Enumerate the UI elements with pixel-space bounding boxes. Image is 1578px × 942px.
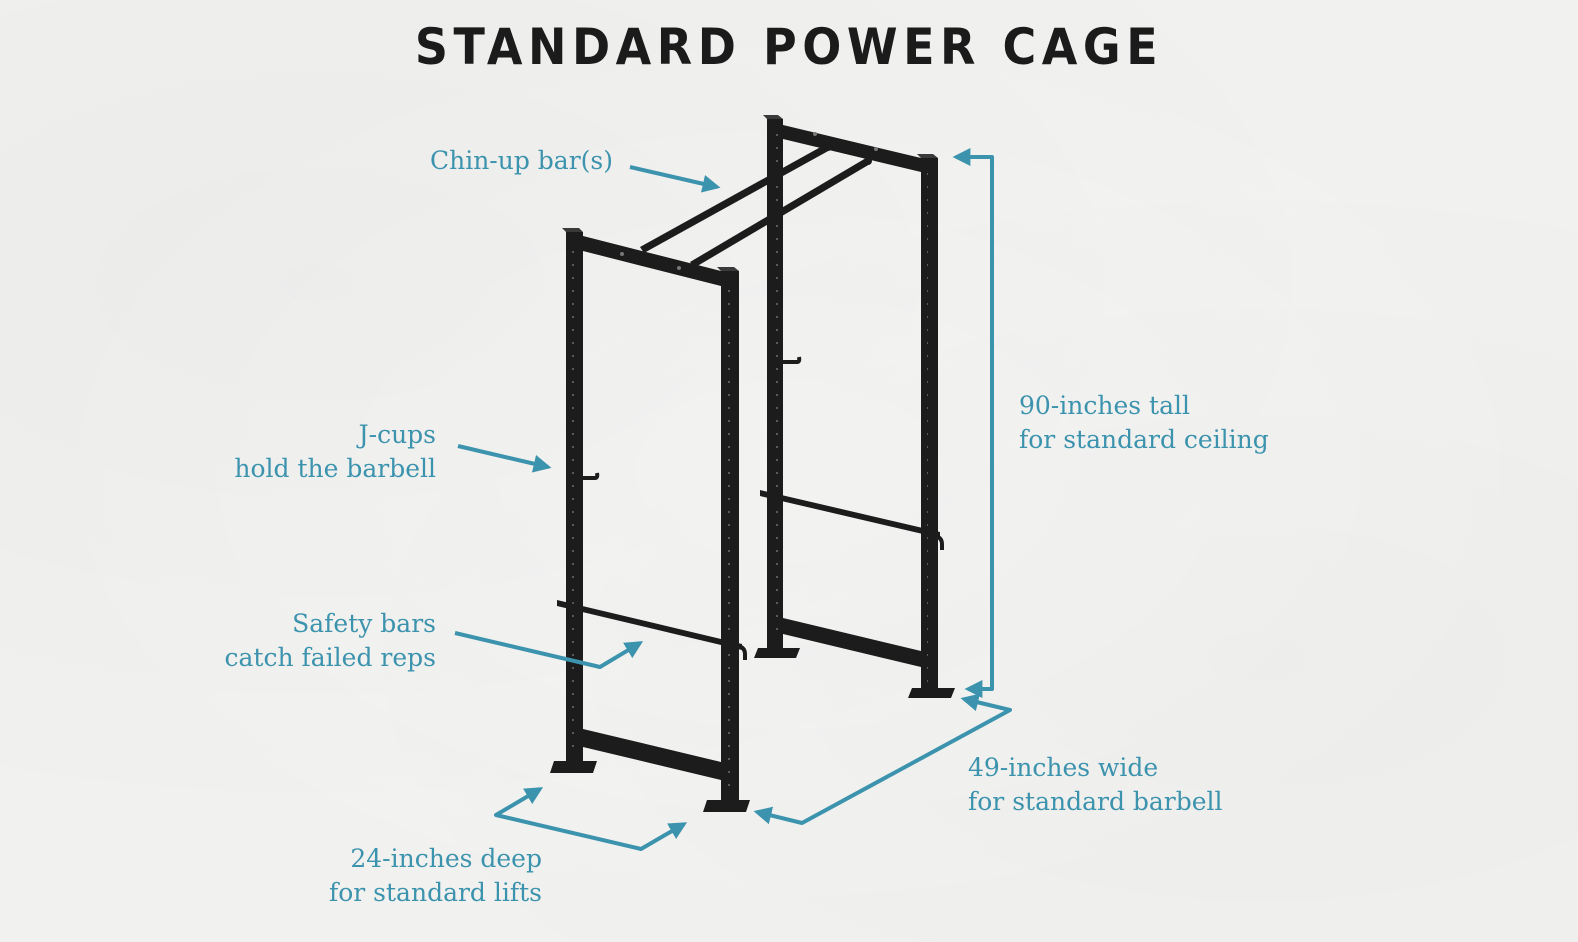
front-frame [550, 228, 750, 812]
width-label-line1: 49-inches wide [968, 753, 1159, 782]
depth-label: 24-inches deep for standard lifts [329, 842, 542, 910]
safety-bars-label-line1: Safety bars [292, 609, 436, 638]
page-title: STANDARD POWER CAGE [414, 18, 1164, 76]
height-label-line2: for standard ceiling [1019, 425, 1269, 454]
j-cups-label: J-cups hold the barbell [234, 418, 436, 486]
height-dimension-line [952, 148, 994, 698]
safety-bars-label: Safety bars catch failed reps [225, 607, 436, 675]
height-label-line1: 90-inches tall [1019, 391, 1190, 420]
back-right-base-plate [908, 688, 955, 698]
chin-up-bar-1 [640, 144, 830, 253]
back-frame [754, 115, 955, 698]
height-label: 90-inches tall for standard ceiling [1019, 389, 1269, 457]
back-left-base-plate [754, 648, 800, 658]
chin-up-arrow [629, 165, 721, 193]
width-label: 49-inches wide for standard barbell [968, 751, 1223, 819]
front-right-base-plate [703, 800, 750, 812]
safety-bars-arrow [454, 631, 644, 669]
front-left-base-plate [550, 761, 597, 773]
j-cups-label-line2: hold the barbell [234, 454, 436, 483]
back-safety-bar [760, 490, 940, 538]
width-label-line2: for standard barbell [968, 787, 1223, 816]
depth-label-line1: 24-inches deep [350, 844, 542, 873]
front-safety-bar [557, 600, 742, 650]
width-dimension-line [753, 693, 1012, 825]
chin-up-bar-label-line1: Chin-up bar(s) [429, 146, 613, 175]
j-cups-arrow [457, 444, 552, 473]
depth-dimension-line [494, 787, 688, 851]
j-cups-label-line1: J-cups [358, 420, 436, 449]
safety-bars-label-line2: catch failed reps [224, 643, 436, 672]
chin-up-bar-label: Chin-up bar(s) [430, 144, 613, 178]
front-j-cup [583, 472, 600, 480]
back-j-cup [783, 356, 802, 364]
front-top-crossbar [583, 236, 721, 286]
chin-up-bars [640, 143, 872, 268]
back-bottom-crossbar [783, 618, 921, 667]
back-top-crossbar [783, 125, 921, 172]
front-bottom-crossbar [583, 729, 721, 780]
depth-label-line2: for standard lifts [328, 878, 542, 907]
chin-up-bar-2 [690, 158, 870, 268]
